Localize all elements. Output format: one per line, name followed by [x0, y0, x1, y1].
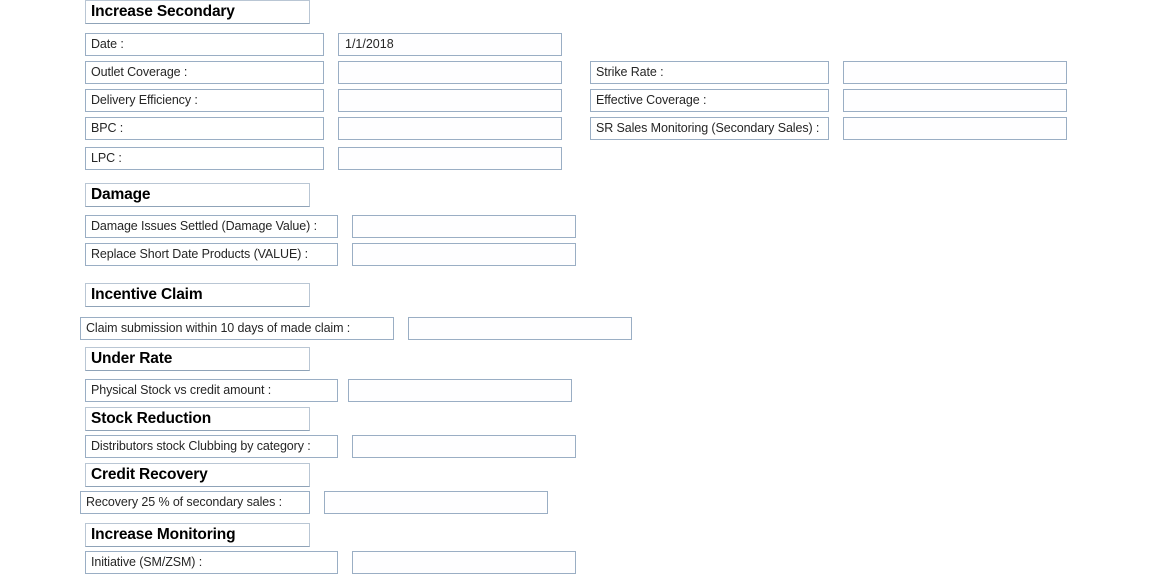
field-label-text: Recovery 25 % of secondary sales : [86, 496, 283, 509]
field-label-lpc: LPC : [85, 147, 324, 170]
field-label-recovery-25-percent: Recovery 25 % of secondary sales : [80, 491, 310, 514]
field-label-bpc: BPC : [85, 117, 324, 140]
field-label-replace-short-date-products: Replace Short Date Products (VALUE) : [85, 243, 338, 266]
field-label-text: Replace Short Date Products (VALUE) : [91, 248, 308, 261]
field-label-text: Physical Stock vs credit amount : [91, 384, 272, 397]
field-label-text: BPC : [91, 122, 124, 135]
field-label-text: LPC : [91, 152, 122, 165]
field-value-text: 1/1/2018 [345, 38, 394, 51]
field-input-replace-short-date-products[interactable] [352, 243, 576, 266]
field-label-text: Claim submission within 10 days of made … [86, 322, 351, 335]
field-label-initiative-sm-zsm: Initiative (SM/ZSM) : [85, 551, 338, 574]
field-input-strike-rate[interactable] [843, 61, 1067, 84]
field-label-text: Outlet Coverage : [91, 66, 188, 79]
field-input-claim-submission[interactable] [408, 317, 632, 340]
field-input-date[interactable]: 1/1/2018 [338, 33, 562, 56]
section-header-damage: Damage [85, 183, 310, 207]
field-label-sr-sales-monitoring: SR Sales Monitoring (Secondary Sales) : [590, 117, 829, 140]
field-label-text: Effective Coverage : [596, 94, 707, 107]
field-label-effective-coverage: Effective Coverage : [590, 89, 829, 112]
field-input-distributors-stock-clubbing[interactable] [352, 435, 576, 458]
field-input-sr-sales-monitoring[interactable] [843, 117, 1067, 140]
field-label-text: Date : [91, 38, 124, 51]
field-label-strike-rate: Strike Rate : [590, 61, 829, 84]
field-label-outlet-coverage: Outlet Coverage : [85, 61, 324, 84]
field-input-outlet-coverage[interactable] [338, 61, 562, 84]
section-header-label: Credit Recovery [91, 467, 208, 483]
field-label-text: Strike Rate : [596, 66, 664, 79]
field-label-delivery-efficiency: Delivery Efficiency : [85, 89, 324, 112]
section-header-label: Stock Reduction [91, 411, 212, 427]
field-input-lpc[interactable] [338, 147, 562, 170]
section-header-credit-recovery: Credit Recovery [85, 463, 310, 487]
field-label-claim-submission: Claim submission within 10 days of made … [80, 317, 394, 340]
field-input-recovery-25-percent[interactable] [324, 491, 548, 514]
section-header-under-rate: Under Rate [85, 347, 310, 371]
section-header-incentive-claim: Incentive Claim [85, 283, 310, 307]
field-input-delivery-efficiency[interactable] [338, 89, 562, 112]
field-input-physical-stock-vs-credit-amount[interactable] [348, 379, 572, 402]
field-input-bpc[interactable] [338, 117, 562, 140]
field-label-distributors-stock-clubbing: Distributors stock Clubbing by category … [85, 435, 338, 458]
field-label-physical-stock-vs-credit-amount: Physical Stock vs credit amount : [85, 379, 338, 402]
field-label-text: Delivery Efficiency : [91, 94, 198, 107]
section-header-label: Increase Secondary [91, 4, 235, 20]
section-header-stock-reduction: Stock Reduction [85, 407, 310, 431]
section-header-label: Incentive Claim [91, 287, 203, 303]
field-input-effective-coverage[interactable] [843, 89, 1067, 112]
field-label-text: SR Sales Monitoring (Secondary Sales) : [596, 122, 820, 135]
field-label-text: Distributors stock Clubbing by category … [91, 440, 311, 453]
field-label-date: Date : [85, 33, 324, 56]
field-label-text: Damage Issues Settled (Damage Value) : [91, 220, 317, 233]
field-label-text: Initiative (SM/ZSM) : [91, 556, 203, 569]
field-input-initiative-sm-zsm[interactable] [352, 551, 576, 574]
field-input-damage-issues-settled[interactable] [352, 215, 576, 238]
section-header-label: Increase Monitoring [91, 527, 236, 543]
section-header-label: Under Rate [91, 351, 173, 367]
section-header-increase-monitoring: Increase Monitoring [85, 523, 310, 547]
field-label-damage-issues-settled: Damage Issues Settled (Damage Value) : [85, 215, 338, 238]
section-header-increase-secondary: Increase Secondary [85, 0, 310, 24]
section-header-label: Damage [91, 187, 151, 203]
